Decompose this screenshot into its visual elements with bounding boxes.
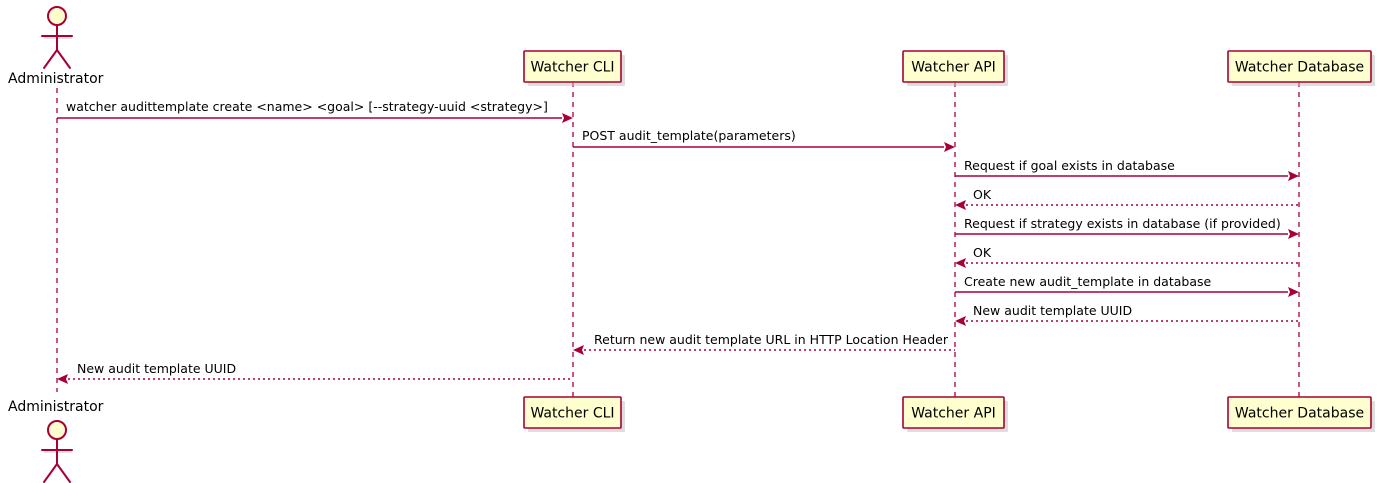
lifelines-layer [56, 82, 1300, 397]
message-label-5: OK [973, 245, 992, 260]
participant-label-watcher-database-bottom: Watcher Database [1235, 406, 1364, 422]
message-arrowhead-8 [573, 345, 584, 355]
message-arrowhead-5 [955, 258, 966, 268]
actor-administrator-bottom [41, 420, 73, 483]
message-7-watcher-database-to-watcher-api[interactable]: New audit template UUID [955, 303, 1299, 326]
message-8-watcher-api-to-watcher-cli[interactable]: Return new audit template URL in HTTP Lo… [573, 332, 955, 355]
message-label-3: OK [973, 187, 992, 202]
message-1-watcher-cli-to-watcher-api[interactable]: POST audit_template(parameters) [573, 128, 955, 152]
message-arrowhead-6 [1288, 287, 1299, 297]
message-arrowhead-0 [562, 113, 573, 123]
participant-box-watcher-cli-bottom[interactable]: Watcher CLI [523, 396, 625, 432]
participant-box-watcher-database-bottom[interactable]: Watcher Database [1227, 396, 1375, 432]
actor-administrator-top [41, 6, 73, 69]
participant-label-watcher-cli-top: Watcher CLI [530, 60, 614, 76]
participant-box-watcher-cli-top[interactable]: Watcher CLI [523, 50, 625, 86]
message-label-0: watcher audittemplate create <name> <goa… [66, 99, 548, 114]
participant-label-administrator-bottom: Administrator [8, 399, 104, 415]
message-3-watcher-database-to-watcher-api[interactable]: OK [955, 187, 1299, 210]
message-label-6: Create new audit_template in database [964, 274, 1211, 289]
message-6-watcher-api-to-watcher-database[interactable]: Create new audit_template in database [955, 274, 1299, 297]
participant-label-watcher-cli-bottom: Watcher CLI [530, 406, 614, 422]
message-2-watcher-api-to-watcher-database[interactable]: Request if goal exists in database [955, 158, 1299, 181]
message-label-8: Return new audit template URL in HTTP Lo… [594, 332, 949, 347]
message-label-9: New audit template UUID [77, 361, 236, 376]
message-0-administrator-to-watcher-cli[interactable]: watcher audittemplate create <name> <goa… [57, 99, 573, 123]
message-arrowhead-2 [1288, 171, 1299, 181]
messages-layer: watcher audittemplate create <name> <goa… [57, 99, 1299, 384]
message-9-watcher-cli-to-administrator[interactable]: New audit template UUID [57, 361, 573, 384]
message-4-watcher-api-to-watcher-database[interactable]: Request if strategy exists in database (… [955, 216, 1299, 239]
message-arrowhead-9 [57, 374, 68, 384]
message-arrowhead-7 [955, 316, 966, 326]
message-arrowhead-4 [1288, 229, 1299, 239]
participant-box-watcher-api-bottom[interactable]: Watcher API [902, 396, 1008, 432]
message-label-4: Request if strategy exists in database (… [964, 216, 1281, 231]
message-arrowhead-1 [944, 142, 955, 152]
participant-box-watcher-api-top[interactable]: Watcher API [902, 50, 1008, 86]
message-arrowhead-3 [955, 200, 966, 210]
message-5-watcher-database-to-watcher-api[interactable]: OK [955, 245, 1299, 268]
message-label-2: Request if goal exists in database [964, 158, 1175, 173]
participant-label-watcher-api-top: Watcher API [911, 60, 996, 76]
message-label-7: New audit template UUID [973, 303, 1132, 318]
participant-label-watcher-database-top: Watcher Database [1235, 60, 1364, 76]
participant-label-administrator-top: Administrator [8, 71, 104, 87]
participant-label-watcher-api-bottom: Watcher API [911, 406, 996, 422]
participant-box-watcher-database-top[interactable]: Watcher Database [1227, 50, 1375, 86]
message-label-1: POST audit_template(parameters) [582, 128, 796, 143]
